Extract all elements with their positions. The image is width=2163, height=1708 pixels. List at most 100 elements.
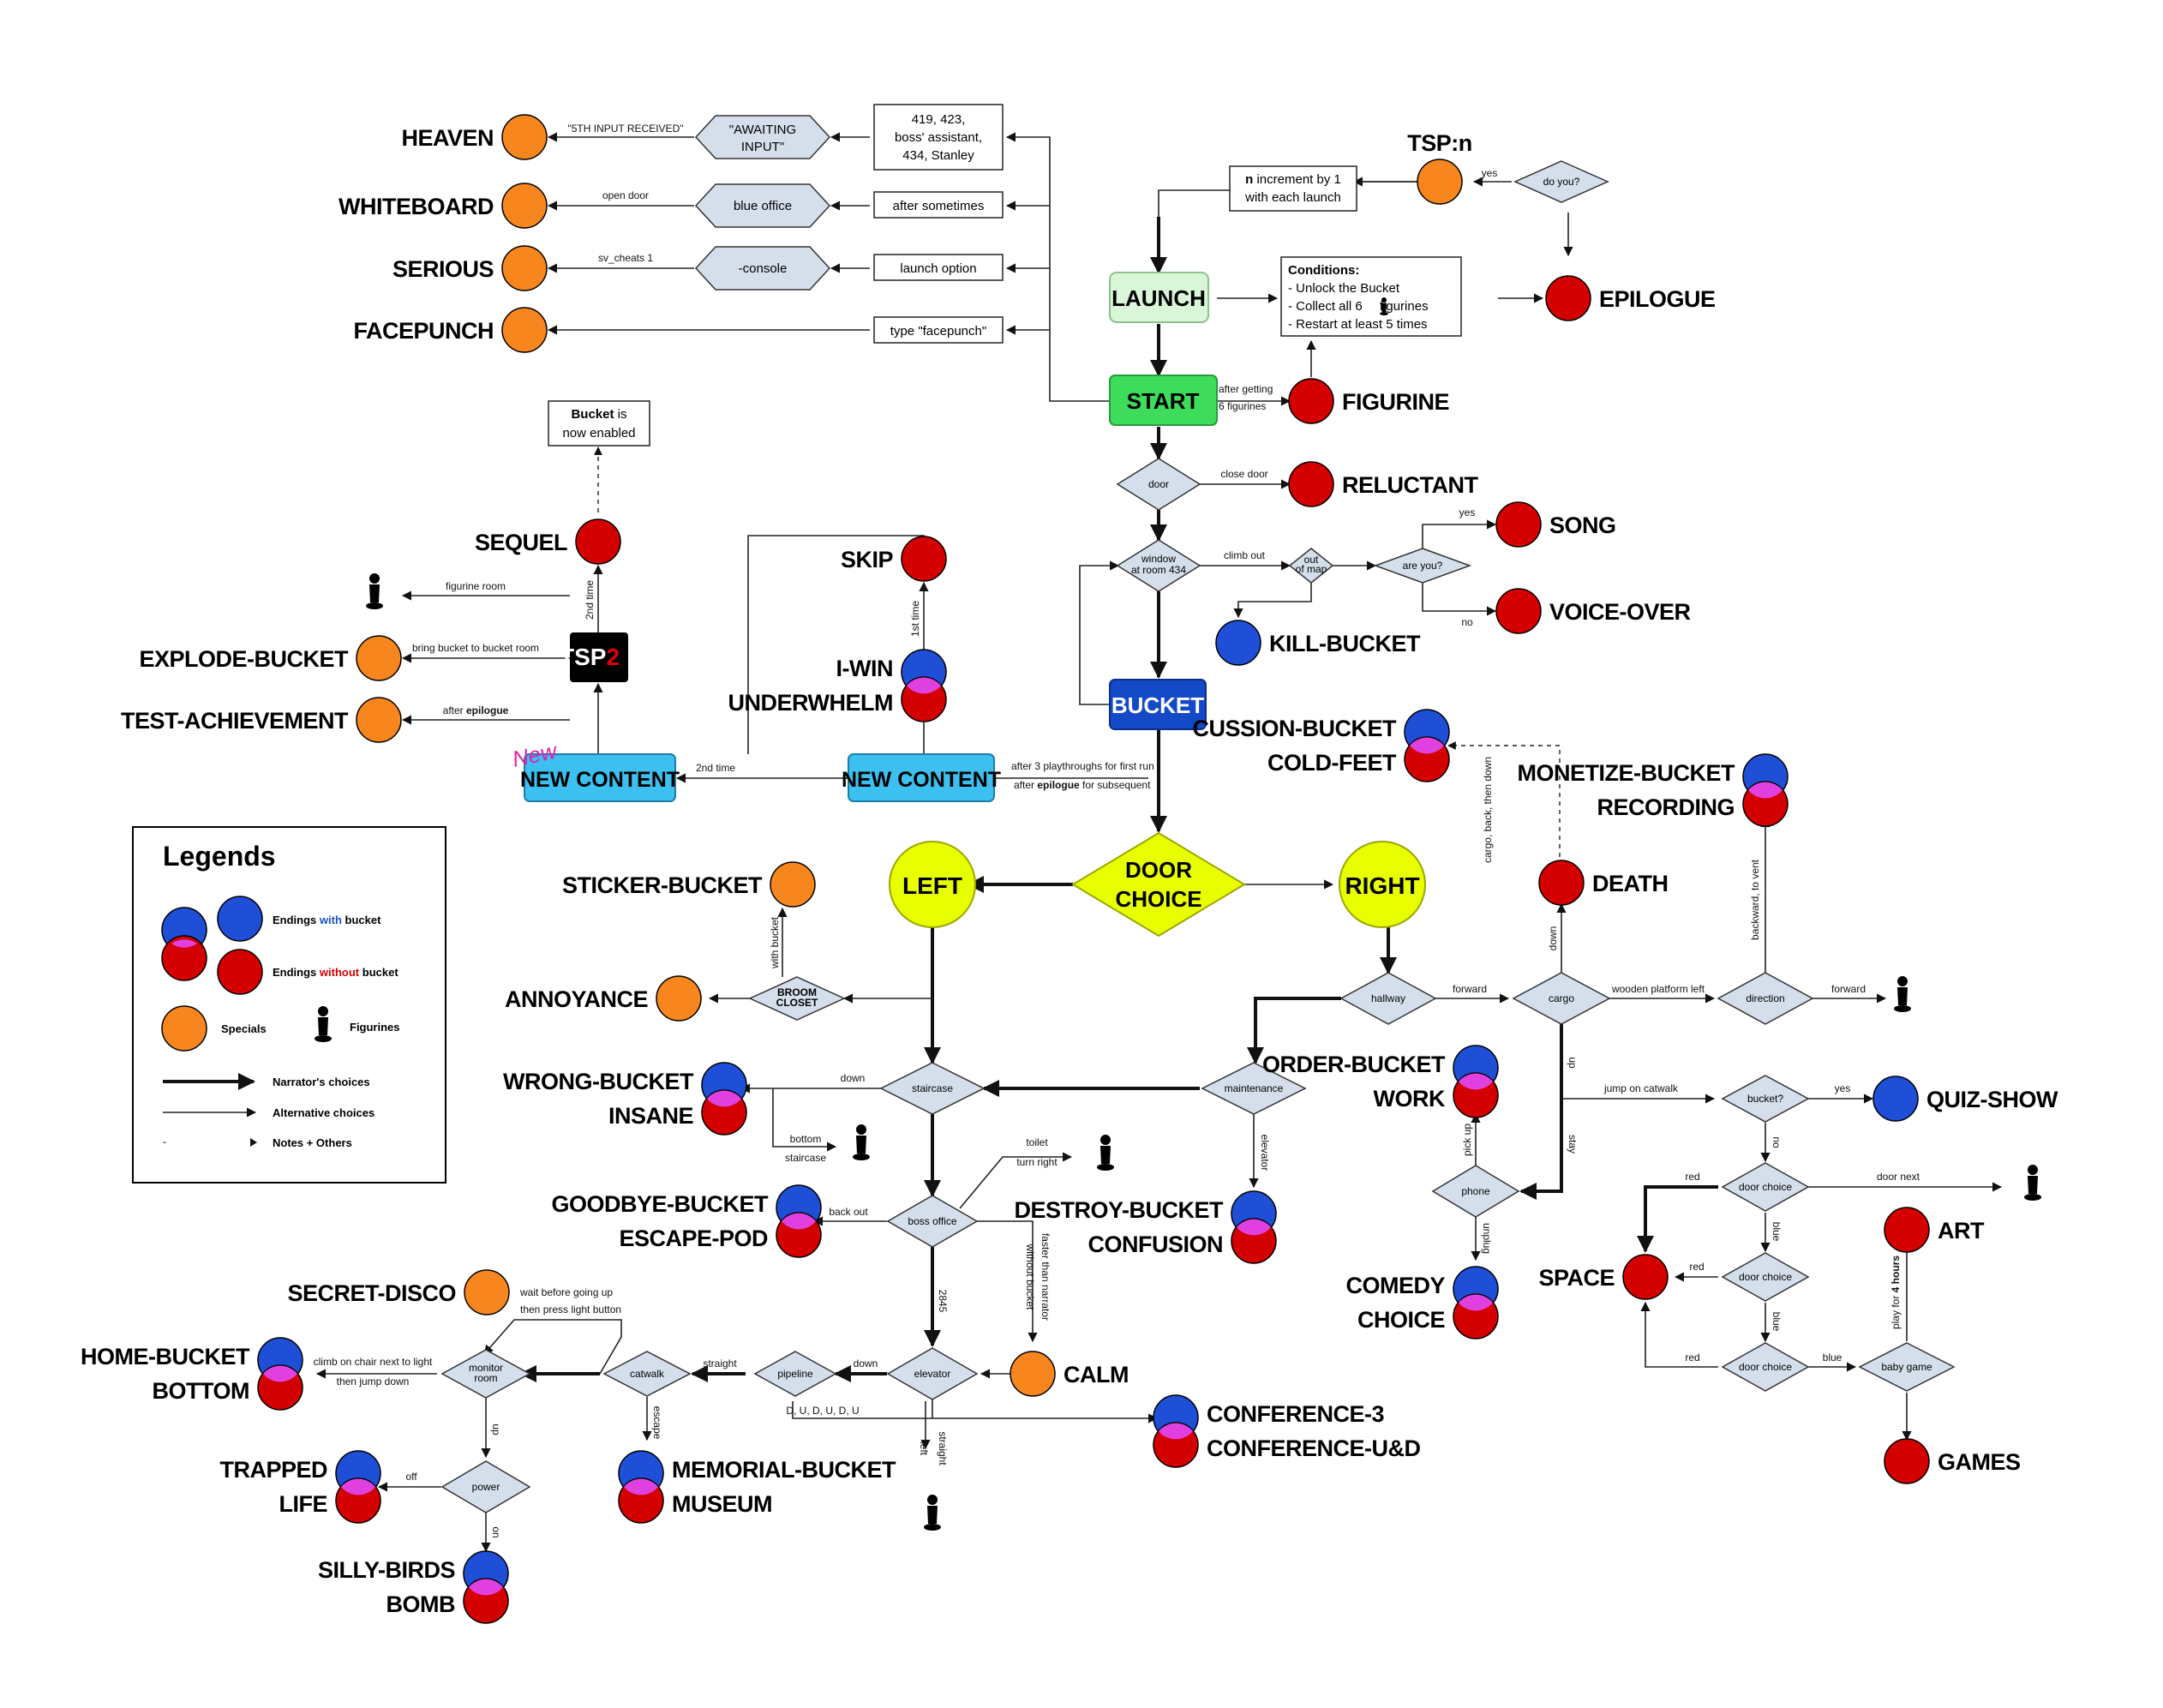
legend-overlap	[171, 939, 197, 948]
reluctant-circle	[1288, 461, 1334, 507]
order-work-label-bottom: WORK	[1374, 1086, 1446, 1112]
games-label: GAMES	[1938, 1449, 2021, 1475]
monetize-recording-label-top: MONETIZE-BUCKET	[1518, 760, 1735, 786]
legend-special-circle	[161, 1005, 207, 1052]
destroy-confusion-label-bottom: CONFUSION	[1088, 1232, 1224, 1257]
epilogue-circle	[1545, 275, 1591, 321]
edge-label-red-1: red	[1685, 1171, 1699, 1183]
console-text: -console	[739, 261, 788, 276]
legend-without-bucket-text: Endings without bucket	[273, 966, 398, 979]
facepunch-box	[873, 316, 1004, 344]
edge-label-yes-song: yes	[1459, 506, 1476, 518]
whiteboard-label: WHITEBOARD	[339, 194, 494, 219]
legend-figurines-text: Figurines	[350, 1021, 400, 1034]
edge-label-elevator: elevator	[1259, 1135, 1271, 1172]
condition-2: - Collect all 6 figurines	[1288, 299, 1429, 314]
edge-label-escape: escape	[651, 1406, 663, 1440]
edge-label-up-monitor: up	[490, 1423, 502, 1435]
home-bottom-overlap	[263, 1365, 297, 1382]
order-work-label-top: ORDER-BUCKET	[1262, 1052, 1446, 1077]
test-achievement-label: TEST-ACHIEVEMENT	[121, 708, 349, 734]
hallway-text: hallway	[1371, 992, 1405, 1004]
codes-box	[873, 104, 1004, 171]
comedy-choice-label-bottom: CHOICE	[1357, 1307, 1445, 1333]
death-label: DEATH	[1592, 871, 1669, 896]
iwin-underwhelm-label-bottom: UNDERWHELM	[728, 690, 894, 716]
are-you-text: are you?	[1403, 560, 1443, 572]
skip-circle	[901, 536, 947, 582]
facepunch-circle	[501, 307, 548, 353]
elevator-text: elevator	[914, 1368, 951, 1380]
staircase-diamond	[879, 1062, 986, 1115]
bucket-enabled-line-2: now enabled	[562, 426, 635, 440]
art-label: ART	[1938, 1218, 1985, 1244]
silly-bomb-label-top: SILLY-BIRDS	[318, 1557, 455, 1583]
staircase-text: staircase	[912, 1082, 953, 1094]
out-of-map-text-2: of map	[1296, 563, 1327, 575]
edge-label-open-door: open door	[602, 189, 649, 201]
window-diamond	[1116, 539, 1201, 592]
sticker-bucket-label: STICKER-BUCKET	[562, 872, 763, 898]
legend-narrator-text: Narrator's choices	[273, 1076, 370, 1088]
edge-label-after-getting: after getting	[1219, 383, 1273, 395]
edge-label-dudu: D, U, D, U, D, U	[786, 1405, 859, 1417]
trapped-life-label-bottom: LIFE	[279, 1491, 328, 1517]
edge-label-blue-1: blue	[1771, 1222, 1783, 1242]
figurine-icon-figurine-room	[366, 573, 383, 609]
calm-label: CALM	[1064, 1362, 1129, 1387]
legend-notes-dash: -	[163, 1136, 166, 1148]
broom-text-2: CLOSET	[776, 997, 818, 1009]
figurine-icon-direction	[1894, 976, 1911, 1012]
door-choice-3-text: door choice	[1739, 1361, 1792, 1373]
increment-line-1: n increment by 1	[1245, 172, 1341, 187]
door-choice-1-text: door choice	[1739, 1181, 1792, 1193]
bucket-label: BUCKET	[1111, 692, 1204, 718]
bucket-q-text: bucket?	[1747, 1093, 1783, 1105]
legend-blue-circle	[217, 896, 263, 942]
right-node	[1339, 841, 1426, 928]
tsp2-node	[570, 632, 628, 682]
cargo-text: cargo	[1549, 992, 1574, 1004]
edge-label-straight-pipeline: straight	[703, 1357, 737, 1369]
calm-circle	[1010, 1351, 1056, 1397]
start-node	[1109, 375, 1218, 426]
serious-circle	[501, 245, 548, 291]
launch-node	[1109, 272, 1209, 323]
door-choice-diamond	[1071, 831, 1246, 938]
main-nodes: LAUNCH START BUCKET NEW CONTENT NEW CONT…	[510, 272, 1426, 938]
increment-box	[1229, 165, 1357, 212]
legend-specials-text: Specials	[221, 1022, 267, 1035]
legend-without-bucket-icon	[161, 935, 207, 981]
wrong-insane-overlap	[707, 1090, 741, 1107]
tsp2-label: TSP2	[560, 644, 620, 670]
kill-bucket-label: KILL-BUCKET	[1269, 631, 1421, 656]
monitor-room-diamond	[440, 1349, 531, 1399]
do-you-text: do you?	[1543, 176, 1580, 188]
codes-line-2: boss' assistant,	[895, 130, 982, 145]
edge-label-wooden-platform: wooden platform left	[1611, 983, 1705, 995]
out-of-map-diamond	[1288, 548, 1334, 584]
cargo-diamond	[1512, 972, 1611, 1025]
secret-disco-circle	[464, 1269, 510, 1315]
figurine-label: FIGURINE	[1342, 389, 1449, 415]
cussion-cold-feet-overlap	[1410, 737, 1444, 754]
edge-label-2nd-time-sequel: 2nd time	[584, 580, 596, 620]
comedy-choice-overlap	[1459, 1294, 1493, 1311]
legend-notes-text: Notes + Others	[273, 1136, 352, 1149]
diamond-labels: door window at room 434 out of map are y…	[469, 176, 1932, 1493]
bucket-enabled-box	[548, 400, 650, 446]
boss-office-text: boss office	[908, 1215, 956, 1227]
awaiting-line-1: "AWAITING	[729, 123, 796, 137]
after-sometimes-box	[873, 191, 1004, 219]
skip-label: SKIP	[841, 547, 894, 572]
test-achievement-circle	[356, 697, 402, 743]
left-label: LEFT	[902, 872, 962, 899]
edge-label-blue-3: blue	[1823, 1351, 1842, 1363]
blue-office-hex	[694, 183, 831, 228]
bucket-question-diamond	[1721, 1075, 1810, 1123]
broom-closet-diamond	[748, 976, 846, 1021]
art-circle	[1884, 1207, 1930, 1253]
edge-label-off: off	[405, 1471, 417, 1483]
baby-game-text: baby game	[1881, 1361, 1932, 1373]
edge-label-blue-2: blue	[1771, 1312, 1783, 1332]
